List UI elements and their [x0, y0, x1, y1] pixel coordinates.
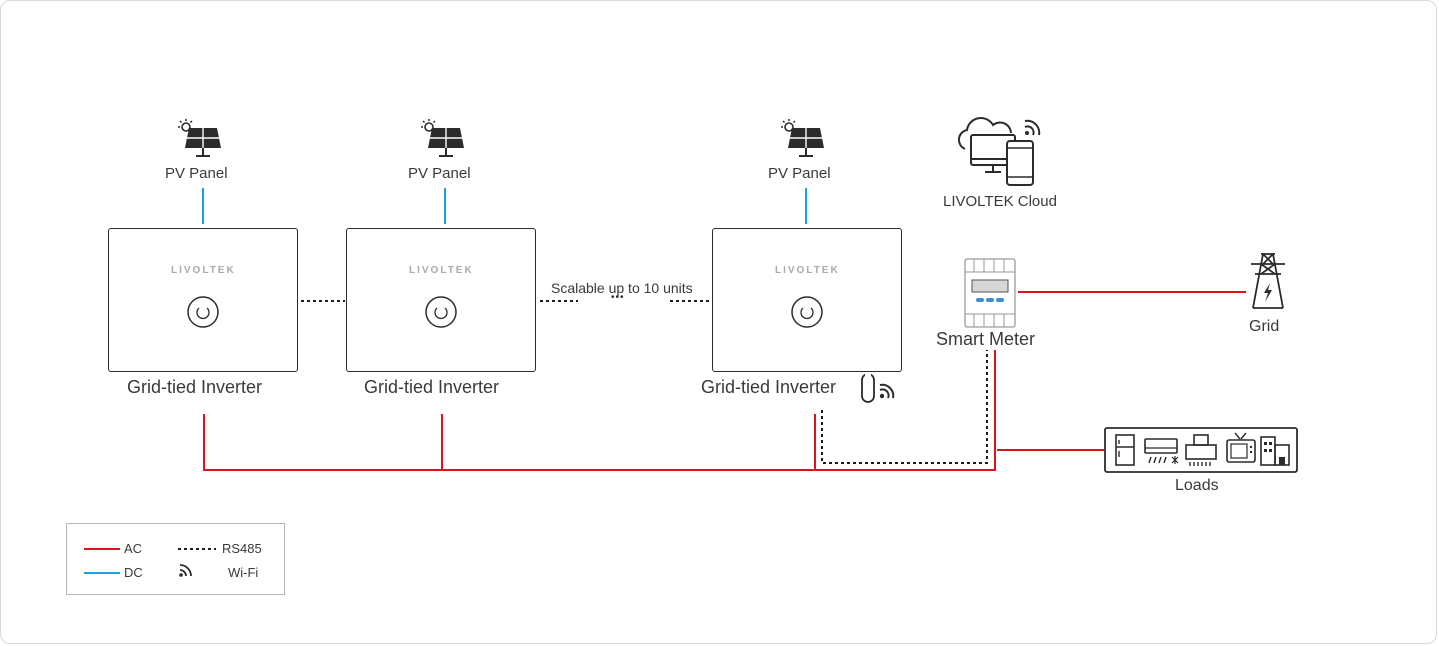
- legend-ac-label: AC: [124, 541, 143, 556]
- scalable-label: Scalable up to 10 units: [551, 280, 693, 296]
- pv-panel-label-2: PV Panel: [408, 165, 471, 182]
- pv-panel-label-1: PV Panel: [165, 165, 228, 182]
- wifi-dongle-icon: [861, 372, 895, 403]
- inverter-brand: LIVOLTEK: [775, 265, 840, 276]
- inverter-2: LIVOLTEK: [346, 228, 536, 372]
- inverter-1: LIVOLTEK: [108, 228, 298, 372]
- legend-wifi-label: Wi-Fi: [228, 565, 259, 580]
- loads-icon: [1104, 427, 1298, 473]
- inverter-brand: LIVOLTEK: [409, 265, 474, 276]
- smart-meter-icon: [964, 258, 1016, 328]
- cloud-label: LIVOLTEK Cloud: [943, 193, 1057, 210]
- inverter-label-2: Grid-tied Inverter: [364, 377, 500, 397]
- ellipsis: •••: [611, 292, 625, 303]
- inverter-label-3: Grid-tied Inverter: [701, 377, 837, 397]
- power-button-icon: [425, 296, 457, 328]
- legend-rs485-label: RS485: [222, 541, 262, 556]
- ac-bus: [203, 350, 996, 471]
- pv-panel-icon-1: [178, 119, 221, 157]
- legend: AC RS485 DC Wi-Fi: [66, 523, 285, 595]
- wifi-icon: [179, 564, 192, 577]
- power-button-icon: [791, 296, 823, 328]
- grid-label: Grid: [1249, 318, 1280, 335]
- pv-panel-icon-3: [781, 119, 824, 157]
- legend-rs485-swatch: [178, 548, 216, 550]
- power-button-icon: [187, 296, 219, 328]
- pv-panel-label-3: PV Panel: [768, 165, 831, 182]
- inverter-brand: LIVOLTEK: [171, 265, 236, 276]
- smart-meter-label: Smart Meter: [936, 329, 1036, 349]
- legend-dc-label: DC: [124, 565, 143, 580]
- grid-tower-icon: [1251, 253, 1285, 309]
- cloud-monitor-icon: [957, 116, 1041, 186]
- inverter-3: LIVOLTEK: [712, 228, 902, 372]
- inverter-label-1: Grid-tied Inverter: [127, 377, 263, 397]
- legend-dc-swatch: [84, 572, 120, 574]
- rs485-meter: [821, 350, 988, 464]
- pv-panel-icon-2: [421, 119, 464, 157]
- legend-ac-swatch: [84, 548, 120, 550]
- loads-label: Loads: [1175, 477, 1219, 494]
